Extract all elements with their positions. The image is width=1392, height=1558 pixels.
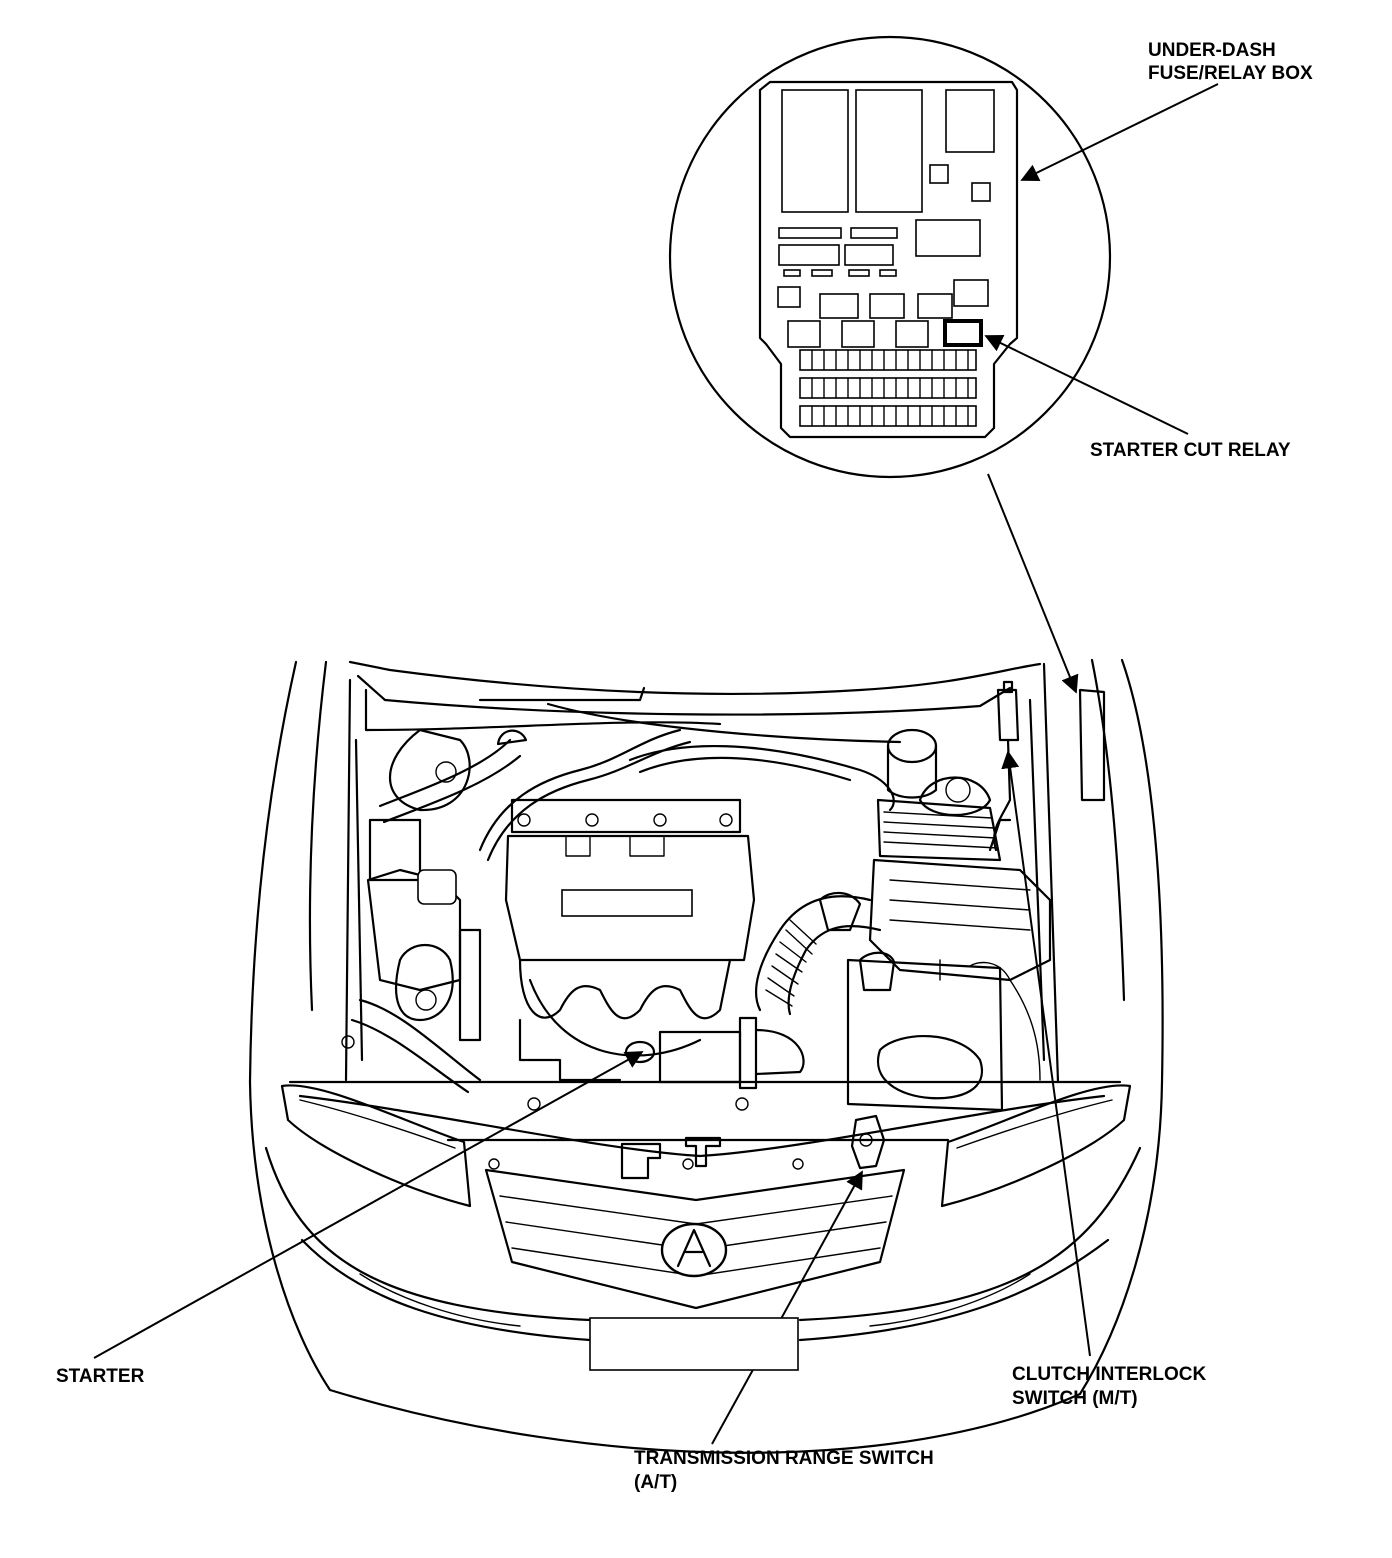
label-transmission-range-switch-line1: TRANSMISSION RANGE SWITCH <box>634 1448 934 1469</box>
fuse-relay-box <box>758 80 1019 439</box>
label-clutch-interlock-switch-line2: SWITCH (M/T) <box>1012 1388 1138 1409</box>
engine-compartment <box>344 660 1106 1170</box>
fuse-box-zoom-circle <box>668 35 1112 479</box>
label-transmission-range-switch-line2: (A/T) <box>634 1472 677 1493</box>
label-under-dash-fuse-relay-box-line2: FUSE/RELAY BOX <box>1148 63 1313 84</box>
clutch-interlock-switch <box>988 680 1020 852</box>
label-starter-cut-relay: STARTER CUT RELAY <box>1090 440 1291 461</box>
arrow-icon <box>93 1051 644 1359</box>
arrow-icon <box>1020 83 1219 181</box>
acura-logo-icon <box>660 1222 728 1278</box>
license-plate <box>589 1317 799 1371</box>
arrow-icon <box>1001 750 1091 1357</box>
arrow-icon <box>711 1170 863 1445</box>
callout-arrows <box>93 83 1219 1445</box>
arrow-icon <box>984 334 1189 435</box>
arrow-icon <box>987 473 1079 694</box>
label-clutch-interlock-switch-line1: CLUTCH INTERLOCK <box>1012 1364 1206 1385</box>
fuse-rows <box>799 349 977 427</box>
label-starter: STARTER <box>56 1366 145 1387</box>
transmission-range-switch <box>850 1114 886 1170</box>
label-under-dash-fuse-relay-box-line1: UNDER-DASH <box>1148 40 1276 61</box>
starter-cut-relay-outline <box>943 319 983 347</box>
car-body <box>248 658 1164 1454</box>
starter-motor <box>624 1016 805 1090</box>
